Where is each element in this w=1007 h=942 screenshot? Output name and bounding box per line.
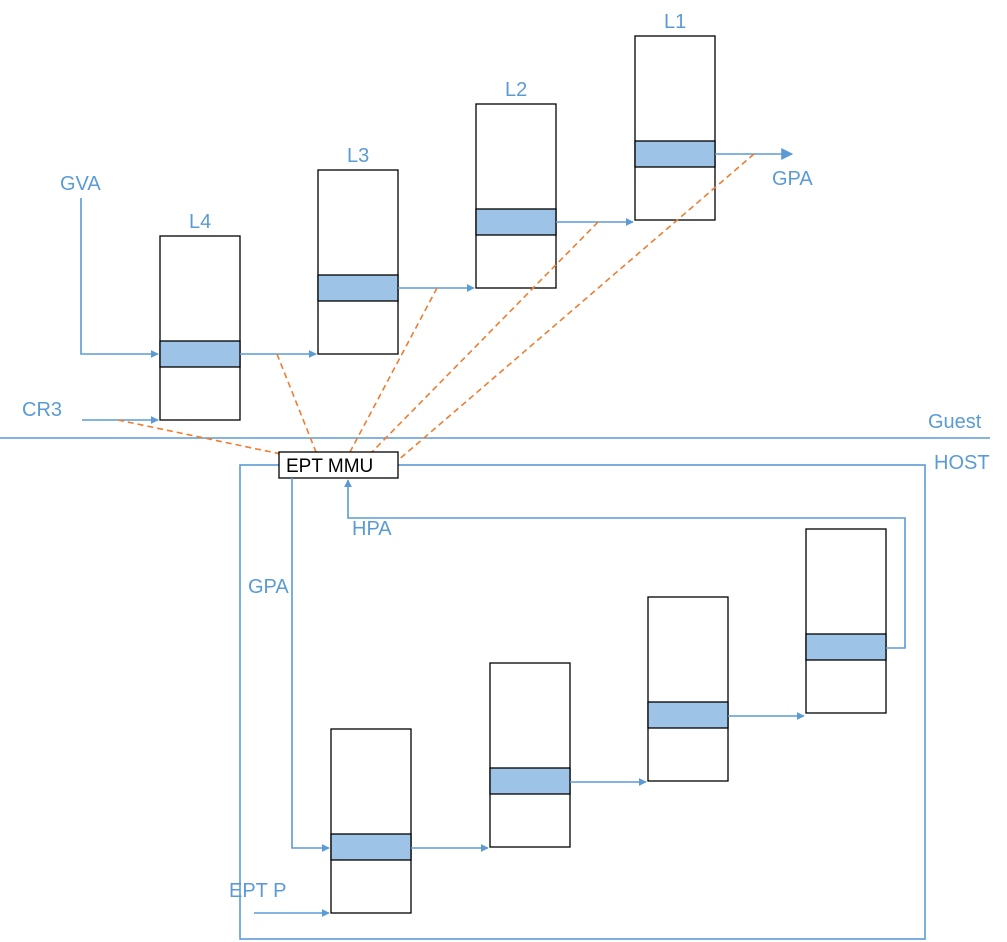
ept-mmu-label: EPT MMU xyxy=(286,456,373,477)
guest-table-l2-label: L2 xyxy=(505,79,527,101)
hpa-label: HPA xyxy=(352,518,392,540)
host-region-label: HOST xyxy=(934,452,990,474)
gpa-input-arrow xyxy=(291,478,330,852)
ept-table-3-entry xyxy=(647,701,729,729)
guest-table-l2: L2 xyxy=(475,79,557,289)
guest-table-l4: L4 xyxy=(159,211,241,421)
ept-table-2-entry xyxy=(489,767,571,795)
ept-table-4-entry xyxy=(805,633,887,661)
dashed-link-l3 xyxy=(349,287,438,453)
dashed-link-l2 xyxy=(371,221,599,453)
gva-arrow xyxy=(80,198,159,358)
guest-table-l1: L1 xyxy=(634,11,716,221)
ept-table-1-entry xyxy=(330,833,412,861)
ept-table-1 xyxy=(330,728,412,914)
guest-region-label: Guest xyxy=(928,411,982,433)
dashed-link-l1 xyxy=(395,153,755,463)
ept-table-3 xyxy=(647,596,729,782)
gpa-output-label: GPA xyxy=(772,168,813,190)
eptp-label: EPT P xyxy=(229,880,286,902)
dashed-link-l4 xyxy=(276,353,317,453)
gpa-input-label: GPA xyxy=(248,576,289,598)
cr3-label: CR3 xyxy=(22,399,62,421)
hpa-return-arrow xyxy=(344,479,906,649)
ept-table-2 xyxy=(489,662,571,848)
host-region-box xyxy=(239,464,926,940)
guest-table-l1-entry xyxy=(634,140,716,168)
guest-table-l3: L3 xyxy=(317,145,399,355)
gva-label: GVA xyxy=(60,173,101,195)
guest-table-l4-label: L4 xyxy=(189,211,211,233)
dashed-link-cr3 xyxy=(117,419,301,459)
guest-table-l3-label: L3 xyxy=(347,145,369,167)
guest-table-l3-entry xyxy=(317,274,399,302)
ept-table-4 xyxy=(805,528,887,714)
ept-mmu-box: EPT MMU xyxy=(278,451,399,479)
guest-table-l2-entry xyxy=(475,208,557,236)
guest-table-l1-label: L1 xyxy=(664,11,686,33)
guest-table-l4-entry xyxy=(159,340,241,368)
